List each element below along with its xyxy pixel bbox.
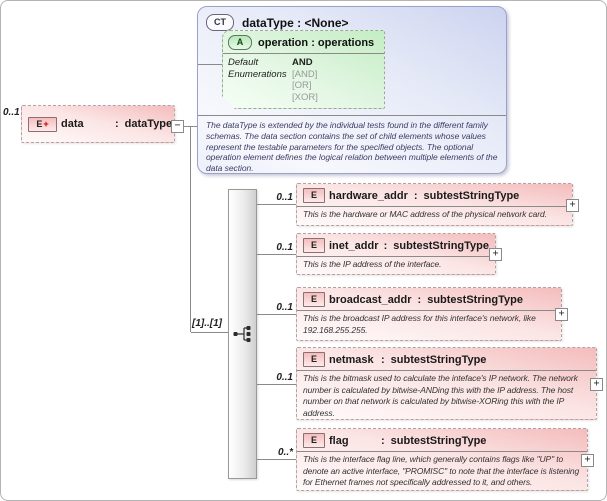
annotation-text: This is the hardware or MAC address of t… xyxy=(297,206,572,224)
element-name: broadcast_addr xyxy=(329,293,412,306)
attribute-node-operation[interactable]: A operation : operations Default AND Enu… xyxy=(222,30,385,109)
colon: : xyxy=(115,118,119,130)
element-icon: E xyxy=(303,292,325,307)
element-node-data[interactable]: E+ data : dataType xyxy=(21,105,175,143)
complex-type-icon: CT xyxy=(206,14,234,31)
attribute-title: operation : operations xyxy=(258,36,375,49)
connector-line xyxy=(257,384,296,385)
element-name: flag xyxy=(329,434,349,447)
element-name: hardware_addr xyxy=(329,189,408,202)
attribute-icon: A xyxy=(228,35,252,50)
element-name: netmask xyxy=(329,353,374,366)
element-icon: E xyxy=(303,238,325,253)
expand-icon[interactable]: + xyxy=(590,377,603,391)
element-node-broadcast-addr[interactable]: E broadcast_addr : subtestStringType Thi… xyxy=(296,287,568,341)
element-type: dataType xyxy=(124,118,173,130)
colon: : xyxy=(381,434,385,447)
element-type: subtestStringType xyxy=(423,189,520,202)
default-value: AND xyxy=(292,57,313,68)
cardinality-label: 0..* xyxy=(277,447,293,458)
default-label: Default xyxy=(228,57,259,68)
annotation-text: This is the broadcast IP address for thi… xyxy=(297,310,561,339)
colon: : xyxy=(417,293,422,306)
colon: : xyxy=(413,189,418,202)
sequence-indicator[interactable] xyxy=(228,189,257,479)
element-node-netmask[interactable]: E netmask : subtestStringType This is th… xyxy=(296,347,603,422)
annotation-text: The dataType is extended by the individu… xyxy=(198,115,506,173)
connector-line xyxy=(257,459,296,460)
expand-icon[interactable]: + xyxy=(566,198,579,212)
connector-line xyxy=(257,254,296,255)
enumeration-value: [XOR] xyxy=(292,91,318,103)
element-node-inet-addr[interactable]: E inet_addr : subtestStringType This is … xyxy=(296,233,502,275)
annotation-text: This is the bitmask used to calculate th… xyxy=(297,370,596,422)
connector-line xyxy=(191,332,228,333)
colon: : xyxy=(383,239,388,252)
expand-icon[interactable]: + xyxy=(581,453,594,467)
expand-icon[interactable]: + xyxy=(555,308,568,321)
complex-type-node-datatype[interactable]: CT dataType : <None> A operation : opera… xyxy=(197,6,507,174)
connector-line xyxy=(198,64,222,65)
element-type: subtestStringType xyxy=(390,434,487,447)
expand-icon[interactable]: + xyxy=(489,248,502,261)
cardinality-label: 0..1 xyxy=(276,302,293,313)
cardinality-label: 0..1 xyxy=(3,107,20,118)
element-name: data xyxy=(61,118,84,130)
element-node-flag[interactable]: E flag : subtestStringType This is the i… xyxy=(296,428,594,492)
connector-line xyxy=(257,204,296,205)
annotation-text: This is the IP address of the interface. xyxy=(297,256,495,274)
cardinality-label: 0..1 xyxy=(276,192,293,203)
element-node-hardware-addr[interactable]: E hardware_addr : subtestStringType This… xyxy=(296,183,579,226)
cardinality-label: 0..1 xyxy=(276,242,293,253)
connector-line xyxy=(190,126,191,332)
enumeration-value: [OR] xyxy=(292,80,312,91)
annotation-text: This is the interface flag line, which g… xyxy=(297,451,587,492)
collapse-icon[interactable]: − xyxy=(171,120,184,133)
occurrence-label: [1]..[1] xyxy=(192,318,222,329)
element-icon: E xyxy=(303,352,325,367)
element-type: subtestStringType xyxy=(427,293,523,306)
element-name: inet_addr xyxy=(329,239,379,252)
complex-type-title: dataType : <None> xyxy=(242,15,349,30)
connector-line xyxy=(257,314,296,315)
element-icon: E xyxy=(303,433,325,448)
attribute-facets: Default AND Enumerations [AND] [OR] [XOR… xyxy=(223,53,384,103)
enumeration-value: [AND] xyxy=(292,68,318,80)
enumerations-label: Enumerations xyxy=(228,68,287,80)
element-plus-icon: E+ xyxy=(28,116,57,132)
element-icon: E xyxy=(303,188,325,203)
cardinality-label: 0..1 xyxy=(276,372,293,383)
element-type: subtestStringType xyxy=(390,353,487,366)
colon: : xyxy=(381,353,385,366)
element-type: subtestStringType xyxy=(393,239,489,252)
sequence-icon xyxy=(233,326,250,342)
